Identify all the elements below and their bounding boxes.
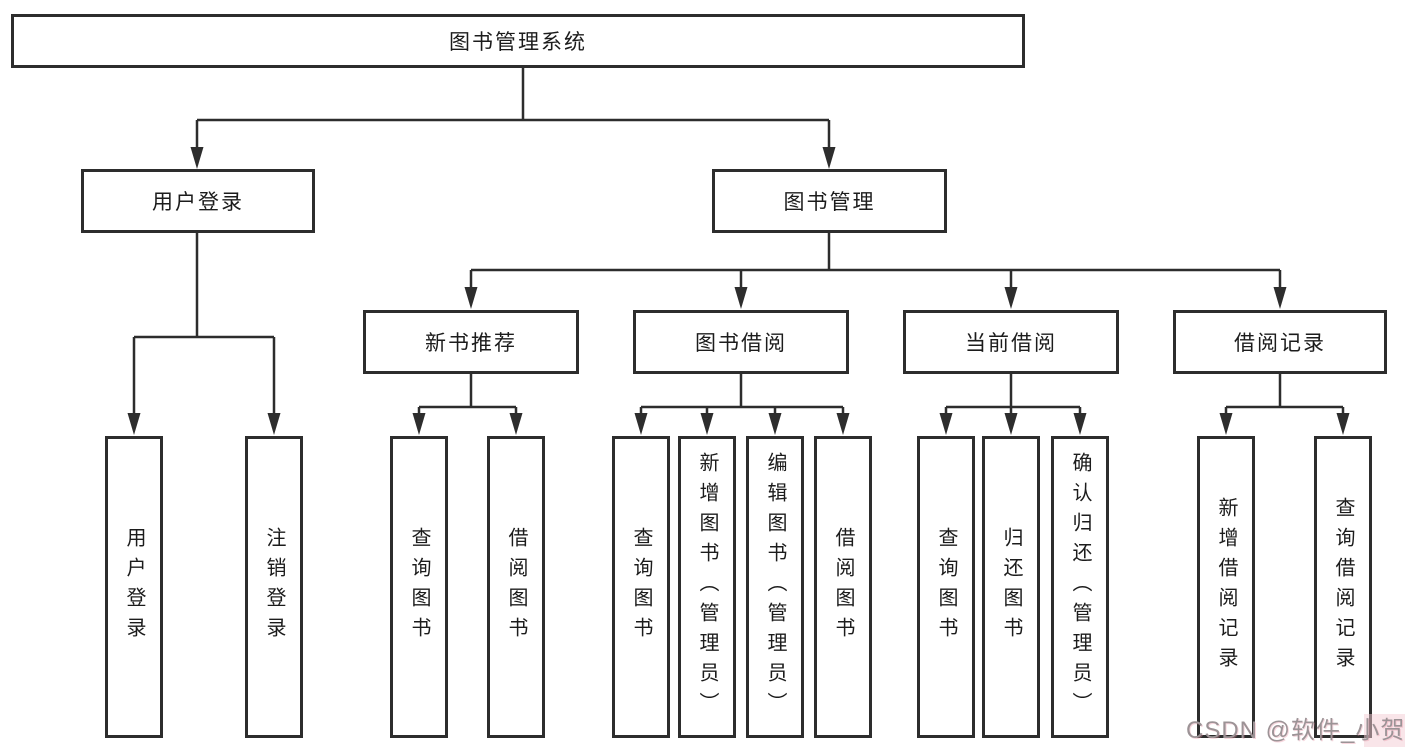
leaf-label: 查询图书: [408, 527, 430, 647]
node-user-login-label: 用户登录: [152, 191, 244, 214]
arrow-icon: [734, 287, 748, 309]
leaf-current-query-books: 查询图书: [917, 436, 975, 738]
leaf-label: 注销登录: [263, 527, 285, 647]
leaf-records-query-record: 查询借阅记录: [1314, 436, 1372, 738]
leaf-records-add-record: 新增借阅记录: [1197, 436, 1255, 738]
leaf-borrow-edit-books-admin: 编辑图书（管理员）: [746, 436, 804, 738]
node-current-borrow-label: 当前借阅: [965, 332, 1057, 355]
leaf-current-return-books: 归还图书: [982, 436, 1040, 738]
node-new-book: 新书推荐: [363, 310, 579, 374]
edge-bookborrow-to-leaves: [639, 374, 845, 415]
leaf-label: 新增借阅记录: [1215, 497, 1237, 677]
node-book-mgmt-label: 图书管理: [783, 191, 876, 214]
arrow-icon: [464, 287, 478, 309]
arrow-icon: [1073, 413, 1087, 435]
arrow-icon: [939, 413, 953, 435]
leaf-user-login: 用户登录: [105, 436, 163, 738]
arrow-icon: [509, 413, 523, 435]
arrow-icon: [1273, 287, 1287, 309]
edge-records-to-leaves: [1224, 374, 1345, 415]
node-user-login: 用户登录: [81, 169, 315, 233]
edge-bookmgmt-to-level3: [469, 233, 1282, 289]
leaf-label: 借阅图书: [505, 527, 527, 647]
edge-userlogin-to-leaves: [132, 233, 276, 415]
arrow-icon: [634, 413, 648, 435]
leaf-label: 归还图书: [1000, 527, 1022, 647]
arrow-icon: [822, 147, 836, 169]
arrow-icon: [412, 413, 426, 435]
arrow-icon: [127, 413, 141, 435]
leaf-borrow-add-books-admin: 新增图书（管理员）: [678, 436, 736, 738]
node-borrow-records-label: 借阅记录: [1234, 332, 1326, 355]
edge-root-to-level2: [195, 68, 831, 149]
node-book-mgmt: 图书管理: [712, 169, 947, 233]
edge-newbook-to-leaves: [417, 374, 518, 415]
edge-currentborrow-to-leaves: [944, 374, 1082, 415]
leaf-borrow-query-books: 查询图书: [612, 436, 670, 738]
watermark-text: CSDN @软件_小贺同学: [1186, 717, 1405, 744]
arrow-icon: [1004, 287, 1018, 309]
leaf-logout: 注销登录: [245, 436, 303, 738]
leaf-label: 用户登录: [123, 527, 145, 647]
leaf-label: 确认归还（管理员）: [1069, 452, 1091, 722]
node-root-label: 图书管理系统: [449, 31, 587, 54]
arrow-icon: [1004, 413, 1018, 435]
node-current-borrow: 当前借阅: [903, 310, 1119, 374]
leaf-label: 借阅图书: [832, 527, 854, 647]
leaf-label: 查询借阅记录: [1332, 497, 1354, 677]
node-book-borrow: 图书借阅: [633, 310, 849, 374]
leaf-newbook-query-books: 查询图书: [390, 436, 448, 738]
node-book-borrow-label: 图书借阅: [695, 332, 787, 355]
arrowheads: [127, 147, 1350, 435]
arrow-icon: [1336, 413, 1350, 435]
watermark-highlight: [1364, 714, 1405, 747]
arrow-icon: [1219, 413, 1233, 435]
arrow-icon: [836, 413, 850, 435]
arrow-icon: [700, 413, 714, 435]
leaf-label: 新增图书（管理员）: [696, 452, 718, 722]
leaf-newbook-borrow-books: 借阅图书: [487, 436, 545, 738]
arrow-icon: [267, 413, 281, 435]
leaf-label: 查询图书: [935, 527, 957, 647]
leaf-current-confirm-return-admin: 确认归还（管理员）: [1051, 436, 1109, 738]
node-root: 图书管理系统: [11, 14, 1025, 68]
leaf-borrow-borrow-books: 借阅图书: [814, 436, 872, 738]
arrow-icon: [190, 147, 204, 169]
node-borrow-records: 借阅记录: [1173, 310, 1387, 374]
leaf-label: 查询图书: [630, 527, 652, 647]
node-new-book-label: 新书推荐: [425, 332, 517, 355]
arrow-icon: [768, 413, 782, 435]
edge-segments: [132, 68, 1345, 415]
leaf-label: 编辑图书（管理员）: [764, 452, 786, 722]
